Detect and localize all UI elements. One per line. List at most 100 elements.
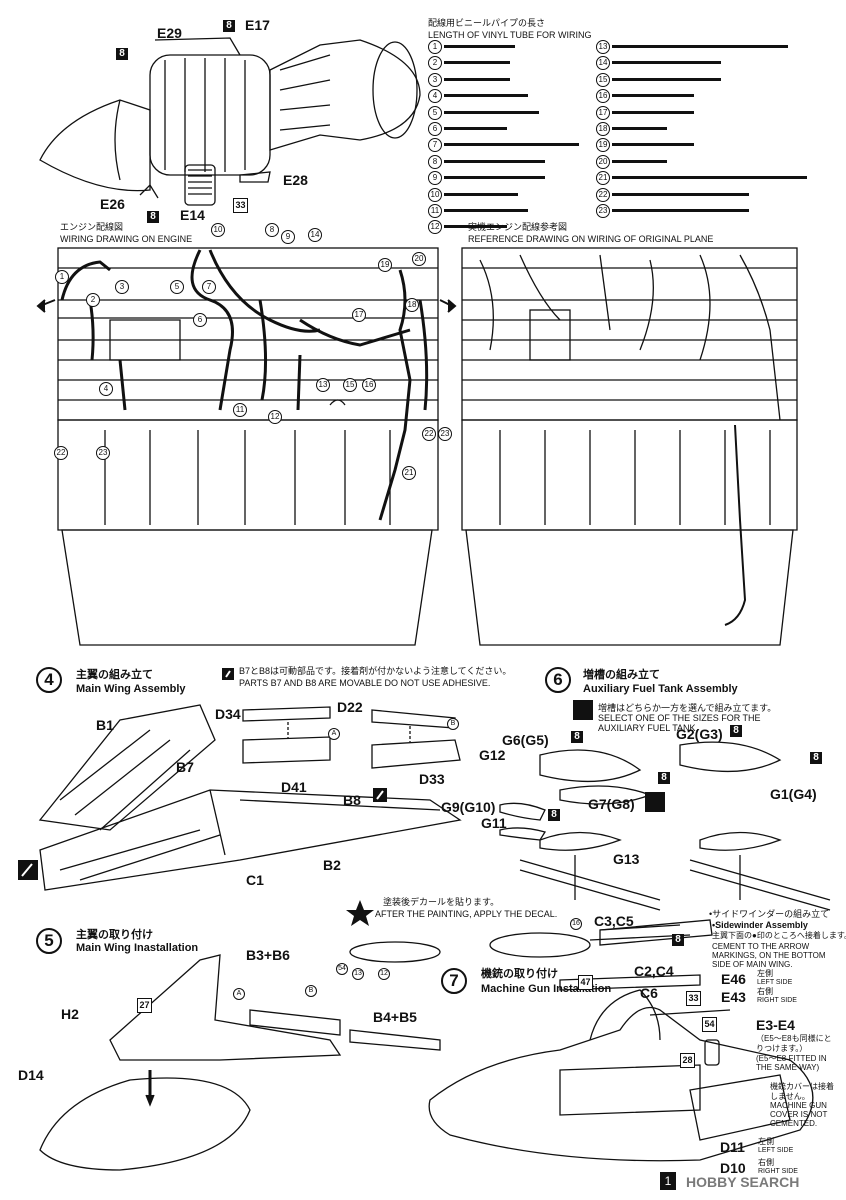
tube-row: 9 [428, 171, 598, 186]
tube-number: 2 [428, 56, 442, 71]
tube-length-bar [444, 127, 507, 130]
part-label-c2c4: C2,C4 [634, 963, 674, 979]
wire-ref: 13 [316, 378, 330, 392]
tube-number: 9 [428, 171, 442, 186]
sidewinder-title-jp: •サイドワインダーの組み立て [709, 909, 830, 919]
tube-row: 10 [428, 187, 598, 202]
d10-side-en: RIGHT SIDE [758, 1168, 798, 1175]
wire-ref: 9 [281, 230, 295, 244]
marker-b: B [305, 985, 317, 997]
part-label-b4b5: B4+B5 [373, 1009, 417, 1025]
tube-number: 10 [428, 187, 442, 202]
part-label-d22: D22 [337, 699, 363, 715]
part-label-b1: B1 [96, 717, 114, 733]
part-label-d10: D10 [720, 1160, 746, 1176]
paint-16-marker: 16 [570, 918, 582, 930]
paint-12-marker: 12 [378, 968, 390, 980]
decal-note-jp: 塗装後デカールを貼ります。 [383, 897, 500, 907]
tube-row: 20 [596, 154, 811, 169]
paint-8-badge: 8 [672, 934, 684, 946]
tube-length-bar [444, 61, 510, 65]
tube-length-bar [612, 192, 749, 196]
paint-8-badge: 8 [548, 809, 560, 821]
gun-cover-note-en: MACHINE GUN COVER IS NOT CEMENTED. [770, 1101, 828, 1128]
wire-ref: 17 [352, 308, 366, 322]
part-label-d33: D33 [419, 771, 445, 787]
step5-title-en: Main Wing Inastallation [76, 942, 199, 954]
tube-row: 12 [428, 220, 598, 235]
tube-row: 14 [596, 56, 811, 71]
engine-wiring-title-en: WIRING DRAWING ON ENGINE [60, 234, 193, 244]
wire-ref: 12 [268, 410, 282, 424]
part-label-g2g3: G2(G3) [676, 726, 723, 742]
tube-length-bar [612, 110, 694, 114]
d10-side-jp: 右側 [758, 1158, 774, 1167]
wire-ref: 19 [378, 258, 392, 272]
e46-side-en: LEFT SIDE [757, 979, 793, 986]
tube-number: 13 [596, 40, 610, 54]
step6-title-en: Auxiliary Fuel Tank Assembly [583, 683, 738, 695]
tube-number: 22 [596, 187, 610, 202]
tube-row: 8 [428, 154, 598, 169]
step-number: 7 [441, 968, 467, 994]
d11-side-en: LEFT SIDE [758, 1147, 794, 1154]
tube-number: 5 [428, 105, 442, 120]
tube-number: 20 [596, 154, 610, 169]
tube-row: 18 [596, 122, 811, 136]
tube-number: 1 [428, 40, 442, 54]
reference-drawing-title-en: REFERENCE DRAWING ON WIRING OF ORIGINAL … [468, 234, 714, 244]
tube-row: 19 [596, 138, 811, 153]
sidewinder-note-en: CEMENT TO THE ARROW MARKINGS, ON THE BOT… [712, 942, 826, 969]
paint-27-badge: 27 [137, 998, 152, 1013]
wire-ref: 11 [233, 403, 247, 417]
paint-33-badge: 33 [233, 198, 248, 213]
tube-row: 15 [596, 72, 811, 87]
tube-length-bar [612, 176, 807, 180]
tube-row: 6 [428, 122, 598, 136]
tube-number: 14 [596, 56, 610, 71]
tube-length-bar [444, 192, 518, 196]
wire-ref: 1 [55, 270, 69, 284]
e43-side-en: RIGHT SIDE [757, 997, 797, 1004]
wire-ref: 16 [362, 378, 376, 392]
part-label-e29: E29 [157, 25, 182, 41]
wire-ref: 22 [422, 427, 436, 441]
part-label-c6: C6 [640, 985, 658, 1001]
gun-cover-note-jp: 機銃カバーは接着しません。 [770, 1082, 834, 1101]
tube-header-jp: 配線用ビニールパイプの長さ [428, 18, 546, 28]
tube-number: 18 [596, 122, 610, 136]
tube-number: 17 [596, 105, 610, 120]
step5-title-jp: 主翼の取り付け [76, 929, 153, 941]
paint-8-badge: 8 [571, 731, 583, 743]
wire-ref: 20 [412, 252, 426, 266]
paint-54-marker: 54 [336, 963, 348, 975]
paint-8-badge: 8 [730, 725, 742, 737]
tube-row: 1 [428, 40, 598, 54]
tube-length-bar [444, 77, 510, 81]
tube-number: 12 [428, 220, 442, 235]
sidewinder-title-en: •Sidewinder Assembly [712, 920, 808, 930]
step4-note-jp: B7とB8は可動部品です。接着剤が付かないよう注意してください。 [239, 666, 512, 676]
tube-number: 4 [428, 89, 442, 104]
step4-note-en: PARTS B7 AND B8 ARE MOVABLE DO NOT USE A… [239, 678, 491, 688]
tube-row: 17 [596, 105, 811, 120]
wire-ref: 15 [343, 378, 357, 392]
part-label-e43: E43 [721, 989, 746, 1005]
tube-number: 6 [428, 122, 442, 136]
wire-ref: 8 [265, 223, 279, 237]
tube-length-bar [612, 77, 721, 81]
wire-ref: 18 [405, 298, 419, 312]
tube-number: 21 [596, 171, 610, 186]
tube-row: 16 [596, 89, 811, 104]
step6-note-en: SELECT ONE OF THE SIZES FOR THE AUXILIAR… [598, 713, 761, 733]
tube-length-bar [444, 225, 507, 229]
tube-length-bar [444, 159, 545, 163]
paint-54-badge: 54 [702, 1017, 717, 1032]
paint-33-badge: 33 [686, 991, 701, 1006]
paint-8-badge: 8 [147, 211, 159, 223]
tube-length-bar [444, 45, 515, 48]
step4-title-jp: 主翼の組み立て [76, 669, 153, 681]
tube-length-bar [612, 143, 694, 147]
part-label-e17: E17 [245, 17, 270, 33]
